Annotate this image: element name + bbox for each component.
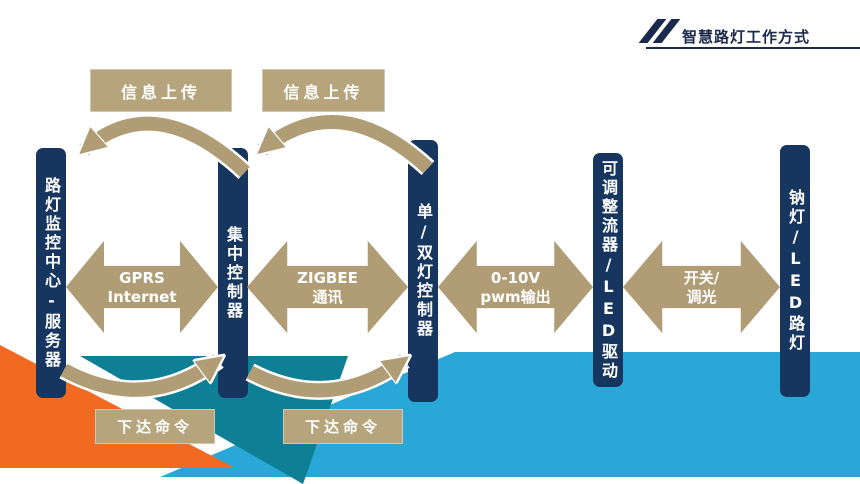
page-title: 智慧路灯工作方式 [682, 28, 811, 46]
pillar-rectifier-led-driver: 可调整流器/LED驱动 [593, 153, 623, 387]
upload-arrow-outline [255, 112, 435, 176]
pillar-label: 路灯监控中心-服务器 [42, 176, 61, 370]
flow-arrow-gprs-internet: GPRS Internet [66, 239, 218, 335]
flow-arrow-label: ZIGBEE [297, 268, 358, 287]
flow-arrow-label: pwm输出 [480, 287, 551, 306]
flow-arrow-label: Internet [107, 287, 177, 306]
flow-arrow-label: 0-10V [490, 268, 541, 287]
flow-arrow-switch-dimming: 开关/ 调光 [623, 239, 780, 335]
flow-arrow-label: 调光 [686, 287, 717, 306]
flow-arrow-zigbee: ZIGBEE 通讯 [247, 239, 408, 335]
pillar-central-controller: 集中控制器 [218, 148, 248, 398]
pillar-label: 可调整流器/LED驱动 [599, 159, 618, 381]
pillar-single-dual-lamp-controller: 单/双灯控制器 [408, 140, 438, 402]
upload-info-box: 信息上传 [262, 69, 385, 112]
upload-info-box: 信息上传 [90, 69, 232, 112]
pillar-monitoring-center-server: 路灯监控中心-服务器 [36, 148, 66, 398]
upload-arrow-2 [262, 115, 433, 174]
pillar-sodium-led-streetlight: 钠灯/LED路灯 [780, 145, 810, 397]
pillar-label: 集中控制器 [224, 225, 243, 321]
title-underline [646, 47, 860, 49]
flow-arrow-label: 开关/ [683, 268, 720, 287]
pillar-label: 单/双灯控制器 [414, 203, 433, 339]
flow-arrow-label: 通讯 [312, 287, 343, 306]
flow-arrow-0-10v-pwm: 0-10V pwm输出 [438, 239, 593, 335]
send-command-box: 下达命令 [95, 409, 215, 444]
send-command-box: 下达命令 [283, 409, 403, 444]
flow-arrow-label: GPRS [119, 268, 165, 287]
pillar-label: 钠灯/LED路灯 [786, 189, 805, 353]
